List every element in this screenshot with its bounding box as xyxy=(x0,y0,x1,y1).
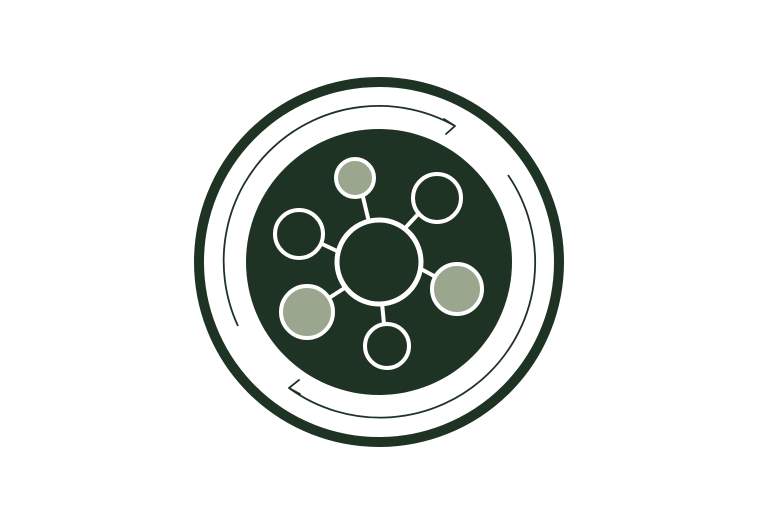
connector-bottom-left xyxy=(327,287,345,300)
node-right xyxy=(430,262,484,316)
connectors xyxy=(318,195,436,326)
node-top xyxy=(334,157,376,199)
connector-bottom xyxy=(380,301,386,326)
node-left xyxy=(273,208,325,260)
arrow-head-top xyxy=(443,118,456,135)
arrow-arc-top xyxy=(222,105,456,327)
connector-top xyxy=(361,195,370,220)
connector-right xyxy=(419,267,436,278)
node-top-right xyxy=(411,172,463,224)
node-bottom-left xyxy=(279,284,335,340)
arrow-head-bottom xyxy=(288,379,301,395)
outer-ring xyxy=(194,77,564,447)
arrow-arc-bottom xyxy=(288,174,537,419)
hub-node xyxy=(334,217,424,307)
node-bottom xyxy=(363,322,411,370)
